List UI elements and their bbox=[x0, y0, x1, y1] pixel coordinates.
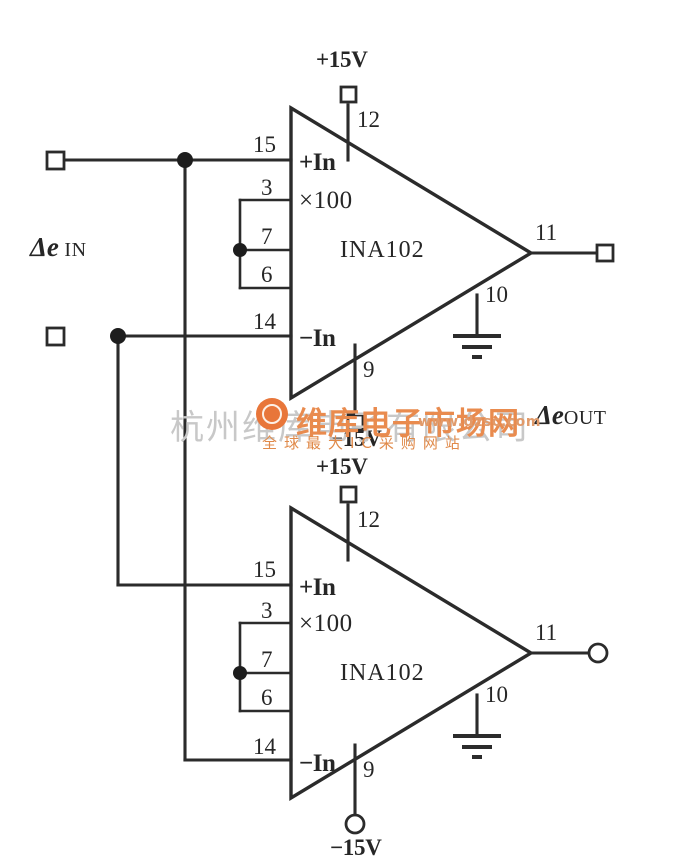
lower-output-terminal[interactable] bbox=[587, 642, 609, 664]
junction-dot-top-input bbox=[177, 152, 193, 168]
upper-pin9-number: 9 bbox=[363, 357, 375, 382]
lower-pin12-number: 12 bbox=[357, 507, 380, 532]
lower-gain-junction-dot bbox=[233, 666, 247, 680]
upper-pin6-number: 6 bbox=[261, 262, 273, 287]
upper-supply-negative-label: −15V bbox=[330, 426, 382, 451]
upper-pin14-number: 14 bbox=[253, 309, 276, 334]
upper-pin3-number: 3 bbox=[261, 175, 273, 200]
lower-supply-positive-label: +15V bbox=[316, 454, 368, 479]
lower-pin14-number: 14 bbox=[253, 734, 276, 759]
output-signal-label: ΔeOUT bbox=[535, 400, 607, 430]
lower-pin6-number: 6 bbox=[261, 685, 273, 710]
lower-pin7-number: 7 bbox=[261, 647, 273, 672]
input-terminal-positive[interactable] bbox=[45, 150, 66, 171]
lower-supply-negative-label: −15V bbox=[330, 835, 382, 860]
lower-pin3-number: 3 bbox=[261, 598, 273, 623]
lower-vpos-terminal[interactable] bbox=[339, 485, 358, 504]
upper-pin11-number: 11 bbox=[535, 220, 558, 245]
input-signal-label: Δe IN bbox=[30, 232, 87, 262]
upper-output-terminal[interactable] bbox=[595, 243, 615, 263]
lower-part-number: INA102 bbox=[340, 660, 425, 686]
lower-gain-label: ×100 bbox=[299, 610, 353, 637]
upper-supply-positive-label: +15V bbox=[316, 47, 368, 72]
lower-pin11-number: 11 bbox=[535, 620, 558, 645]
lower-pin9-number: 9 bbox=[363, 757, 375, 782]
junction-dot-bottom-input bbox=[110, 328, 126, 344]
upper-part-number: INA102 bbox=[340, 237, 425, 263]
upper-gain-junction-dot bbox=[233, 243, 247, 257]
input-terminal-negative[interactable] bbox=[45, 326, 66, 347]
upper-plus-in-label: +In bbox=[299, 149, 336, 176]
lower-pin10-number: 10 bbox=[485, 682, 508, 707]
lower-minus-in-label: −In bbox=[299, 750, 336, 777]
upper-vneg-terminal[interactable] bbox=[346, 413, 365, 432]
lower-pin15-number: 15 bbox=[253, 557, 276, 582]
lower-plus-in-label: +In bbox=[299, 574, 336, 601]
upper-pin12-number: 12 bbox=[357, 107, 380, 132]
upper-gain-label: ×100 bbox=[299, 187, 353, 214]
upper-vpos-terminal[interactable] bbox=[339, 85, 358, 104]
upper-pin7-number: 7 bbox=[261, 224, 273, 249]
upper-minus-in-label: −In bbox=[299, 325, 336, 352]
upper-pin10-number: 10 bbox=[485, 282, 508, 307]
lower-vneg-terminal[interactable] bbox=[344, 813, 366, 835]
upper-pin15-number: 15 bbox=[253, 132, 276, 157]
